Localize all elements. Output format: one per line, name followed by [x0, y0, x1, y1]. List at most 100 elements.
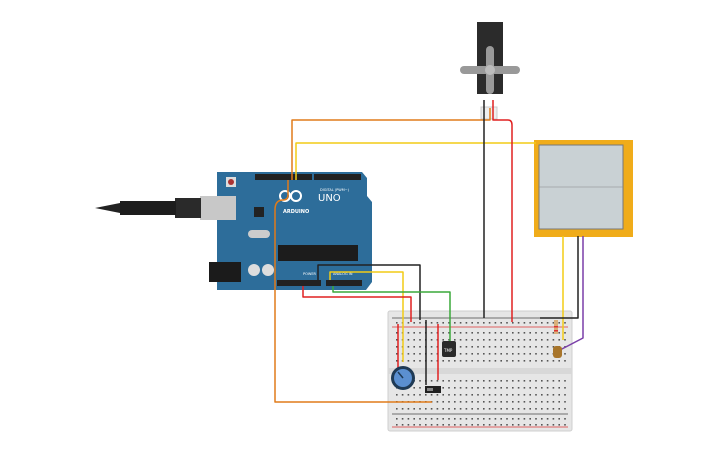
breadboard-hole[interactable] — [419, 346, 421, 348]
breadboard-hole[interactable] — [517, 418, 520, 420]
breadboard-hole[interactable] — [465, 353, 468, 355]
breadboard-hole[interactable] — [552, 360, 555, 362]
breadboard-hole[interactable] — [546, 346, 549, 348]
breadboard-hole[interactable] — [494, 424, 497, 426]
breadboard-hole[interactable] — [413, 424, 415, 426]
breadboard-hole[interactable] — [500, 346, 502, 348]
breadboard-hole[interactable] — [523, 394, 526, 396]
breadboard-hole[interactable] — [459, 387, 462, 389]
breadboard-hole[interactable] — [552, 401, 555, 403]
potentiometer[interactable] — [391, 366, 415, 390]
breadboard-hole[interactable] — [535, 360, 537, 362]
breadboard-hole[interactable] — [546, 401, 549, 403]
breadboard-hole[interactable] — [396, 424, 398, 426]
breadboard-hole[interactable] — [454, 401, 456, 403]
breadboard-hole[interactable] — [407, 360, 410, 362]
breadboard-hole[interactable] — [407, 322, 410, 324]
breadboard-hole[interactable] — [523, 387, 526, 389]
breadboard-hole[interactable] — [454, 424, 456, 426]
breadboard-hole[interactable] — [407, 346, 410, 348]
breadboard-hole[interactable] — [471, 360, 473, 362]
breadboard-hole[interactable] — [546, 332, 549, 334]
breadboard-hole[interactable] — [454, 360, 456, 362]
breadboard-hole[interactable] — [558, 332, 560, 334]
breadboard-hole[interactable] — [558, 387, 560, 389]
breadboard-hole[interactable] — [512, 346, 514, 348]
breadboard-hole[interactable] — [500, 353, 502, 355]
breadboard-hole[interactable] — [483, 418, 485, 420]
breadboard-hole[interactable] — [459, 424, 462, 426]
breadboard-hole[interactable] — [442, 394, 444, 396]
breadboard-hole[interactable] — [419, 322, 421, 324]
breadboard-hole[interactable] — [564, 394, 566, 396]
breadboard-hole[interactable] — [529, 332, 531, 334]
breadboard-hole[interactable] — [448, 394, 450, 396]
breadboard-hole[interactable] — [558, 394, 560, 396]
breadboard-hole[interactable] — [517, 339, 520, 341]
breadboard-hole[interactable] — [413, 339, 415, 341]
breadboard-hole[interactable] — [564, 332, 566, 334]
breadboard-hole[interactable] — [448, 408, 450, 410]
breadboard-hole[interactable] — [419, 394, 421, 396]
breadboard-hole[interactable] — [465, 424, 468, 426]
breadboard-hole[interactable] — [535, 424, 537, 426]
breadboard-hole[interactable] — [517, 353, 520, 355]
breadboard-hole[interactable] — [448, 418, 450, 420]
breadboard-hole[interactable] — [488, 408, 491, 410]
breadboard-hole[interactable] — [419, 424, 421, 426]
breadboard-hole[interactable] — [477, 339, 479, 341]
breadboard-hole[interactable] — [483, 339, 485, 341]
breadboard-hole[interactable] — [558, 380, 560, 382]
breadboard-hole[interactable] — [506, 332, 508, 334]
breadboard-hole[interactable] — [401, 408, 404, 410]
breadboard-hole[interactable] — [413, 346, 415, 348]
breadboard-hole[interactable] — [477, 332, 479, 334]
breadboard-hole[interactable] — [506, 418, 508, 420]
breadboard-hole[interactable] — [483, 394, 485, 396]
breadboard-hole[interactable] — [459, 332, 462, 334]
breadboard-hole[interactable] — [454, 380, 456, 382]
breadboard-hole[interactable] — [448, 424, 450, 426]
breadboard-hole[interactable] — [477, 322, 479, 324]
breadboard-hole[interactable] — [430, 394, 433, 396]
breadboard-hole[interactable] — [448, 339, 450, 341]
breadboard-hole[interactable] — [500, 339, 502, 341]
breadboard-hole[interactable] — [471, 408, 473, 410]
breadboard-hole[interactable] — [488, 387, 491, 389]
breadboard-hole[interactable] — [546, 424, 549, 426]
breadboard-hole[interactable] — [494, 408, 497, 410]
breadboard[interactable] — [387, 310, 573, 432]
breadboard-hole[interactable] — [396, 353, 398, 355]
breadboard-hole[interactable] — [517, 380, 520, 382]
breadboard-hole[interactable] — [419, 332, 421, 334]
usb-cable[interactable] — [95, 198, 201, 218]
breadboard-hole[interactable] — [465, 360, 468, 362]
breadboard-hole[interactable] — [512, 380, 514, 382]
breadboard-hole[interactable] — [448, 322, 450, 324]
breadboard-hole[interactable] — [488, 322, 491, 324]
breadboard-hole[interactable] — [483, 408, 485, 410]
breadboard-hole[interactable] — [459, 408, 462, 410]
breadboard-hole[interactable] — [535, 387, 537, 389]
breadboard-hole[interactable] — [396, 408, 398, 410]
breadboard-hole[interactable] — [558, 418, 560, 420]
breadboard-hole[interactable] — [546, 360, 549, 362]
breadboard-hole[interactable] — [564, 424, 566, 426]
breadboard-hole[interactable] — [500, 418, 502, 420]
breadboard-hole[interactable] — [541, 424, 543, 426]
breadboard-hole[interactable] — [413, 332, 415, 334]
breadboard-hole[interactable] — [529, 408, 531, 410]
breadboard-hole[interactable] — [541, 408, 543, 410]
breadboard-hole[interactable] — [529, 380, 531, 382]
breadboard-hole[interactable] — [465, 346, 468, 348]
breadboard-hole[interactable] — [425, 408, 427, 410]
breadboard-hole[interactable] — [483, 332, 485, 334]
breadboard-hole[interactable] — [564, 380, 566, 382]
breadboard-hole[interactable] — [413, 387, 415, 389]
breadboard-hole[interactable] — [500, 332, 502, 334]
breadboard-hole[interactable] — [523, 332, 526, 334]
breadboard-hole[interactable] — [430, 380, 433, 382]
breadboard-hole[interactable] — [483, 424, 485, 426]
breadboard-hole[interactable] — [500, 424, 502, 426]
breadboard-hole[interactable] — [477, 346, 479, 348]
